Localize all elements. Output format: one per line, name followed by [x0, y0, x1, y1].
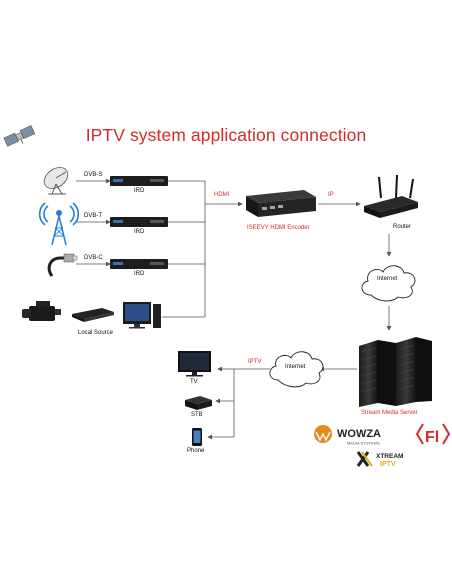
stb-icon [185, 396, 212, 410]
ird-device-icon [110, 217, 168, 227]
connection-lines [76, 178, 392, 440]
coax-cable-icon [47, 253, 78, 277]
diagram-title: IPTV system application connection [85, 125, 367, 145]
phone-label: Phone [187, 448, 205, 454]
computer-icon [123, 302, 161, 329]
cloud-icon [269, 351, 324, 388]
flussonic-logo-text: Fl [425, 429, 439, 446]
ird-device-icon [110, 176, 168, 186]
xtream-logo-subtext: IPTV [380, 461, 396, 468]
router-icon [364, 174, 418, 218]
internet-label: Internet [285, 364, 306, 370]
xtream-logo-text: XTREAM [376, 453, 403, 460]
cloud-icon [361, 265, 416, 302]
internet-label: Internet [377, 276, 398, 282]
antenna-tower-icon [38, 202, 80, 246]
dvbs-label: DVB-S [84, 172, 103, 178]
ird-label: IRD [134, 271, 145, 277]
dvd-player-icon [72, 308, 114, 322]
wowza-logo-text: WOWZA [337, 428, 381, 440]
ip-link-label: IP [328, 192, 334, 198]
hdmi-link-label: HDMI [214, 192, 230, 198]
camera-icon [22, 301, 61, 321]
wowza-logo: WOWZA MEDIA SYSTEMS [314, 425, 390, 446]
tv-icon [178, 351, 211, 377]
dvbc-label: DVB-C [84, 255, 103, 261]
server-label: Stream Media Server [361, 410, 418, 416]
iptv-link-label: IPTV [248, 359, 262, 365]
dvbt-label: DVB-T [84, 213, 102, 219]
phone-icon [192, 428, 202, 446]
router-label: Router [393, 224, 412, 230]
flussonic-logo: Fl [415, 423, 451, 446]
stb-label: STB [191, 412, 203, 418]
xtream-iptv-logo: XTREAM IPTV [356, 451, 403, 468]
tv-label: TV [190, 379, 198, 385]
local-source-label: Local Source [78, 330, 114, 336]
encoder-label: ISEEVY HDMI Encoder [247, 225, 310, 231]
satellite-icon [3, 125, 36, 147]
ird-label: IRD [134, 229, 145, 235]
ird-device-icon [110, 259, 168, 269]
hdmi-encoder-icon [246, 190, 316, 217]
satellite-dish-icon [43, 167, 69, 195]
server-rack-icon [359, 337, 432, 407]
ird-label: IRD [134, 188, 145, 194]
wowza-logo-subtext: MEDIA SYSTEMS [347, 441, 380, 446]
